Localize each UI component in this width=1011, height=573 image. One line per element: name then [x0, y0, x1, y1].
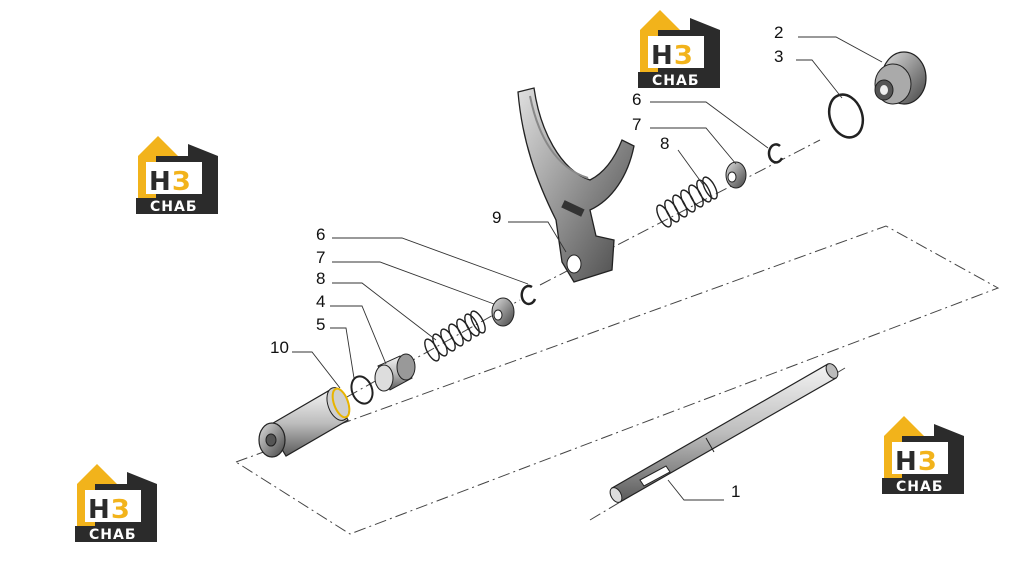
callout-label: 7 [316, 248, 325, 267]
assembly-frame-line [235, 225, 1000, 535]
callout-label: 8 [316, 269, 325, 288]
svg-text:СНАБ: СНАБ [150, 199, 198, 215]
part-circlip-lower [520, 284, 537, 306]
part-bushing [374, 353, 416, 392]
callout-label: 5 [316, 315, 325, 334]
svg-text:СНАБ: СНАБ [896, 479, 944, 495]
part-spring-upper [656, 176, 718, 228]
part-plug [874, 51, 927, 105]
part-shift-fork [517, 87, 635, 283]
logo-watermark-icon: Н З СНАБ [136, 136, 218, 215]
svg-text:З: З [111, 495, 129, 525]
callout-label: 8 [660, 134, 669, 153]
part-housing [258, 387, 351, 458]
callout-label: 10 [270, 338, 289, 357]
part-oring-small [350, 375, 374, 405]
logo-watermark-icon: Н З СНАБ [882, 416, 964, 495]
part-shaft [609, 363, 839, 503]
callout-label: 9 [492, 208, 501, 227]
part-circlip-upper [767, 143, 784, 164]
svg-text:СНАБ: СНАБ [652, 73, 700, 89]
logo-watermark-icon: Н З СНАБ [75, 464, 157, 543]
callout-label: 6 [632, 90, 641, 109]
svg-text:З: З [918, 447, 936, 477]
part-washer-upper [725, 161, 747, 189]
svg-text:Н: Н [651, 41, 673, 71]
part-spring-lower [424, 310, 486, 362]
svg-text:З: З [674, 41, 692, 71]
callout-label: 3 [774, 47, 783, 66]
callout-label: 6 [316, 225, 325, 244]
svg-text:Н: Н [88, 495, 110, 525]
svg-text:З: З [172, 167, 190, 197]
callout-label: 1 [731, 482, 740, 501]
svg-text:Н: Н [895, 447, 917, 477]
svg-text:СНАБ: СНАБ [89, 527, 137, 543]
svg-text:Н: Н [149, 167, 171, 197]
callout-label: 7 [632, 115, 641, 134]
leader-lines [292, 36, 883, 501]
part-oring-large [827, 93, 865, 139]
callout-label: 4 [316, 292, 325, 311]
part-washer-lower [491, 297, 515, 327]
callout-label: 2 [774, 23, 783, 42]
logo-watermark-icon: Н З СНАБ [638, 10, 720, 89]
